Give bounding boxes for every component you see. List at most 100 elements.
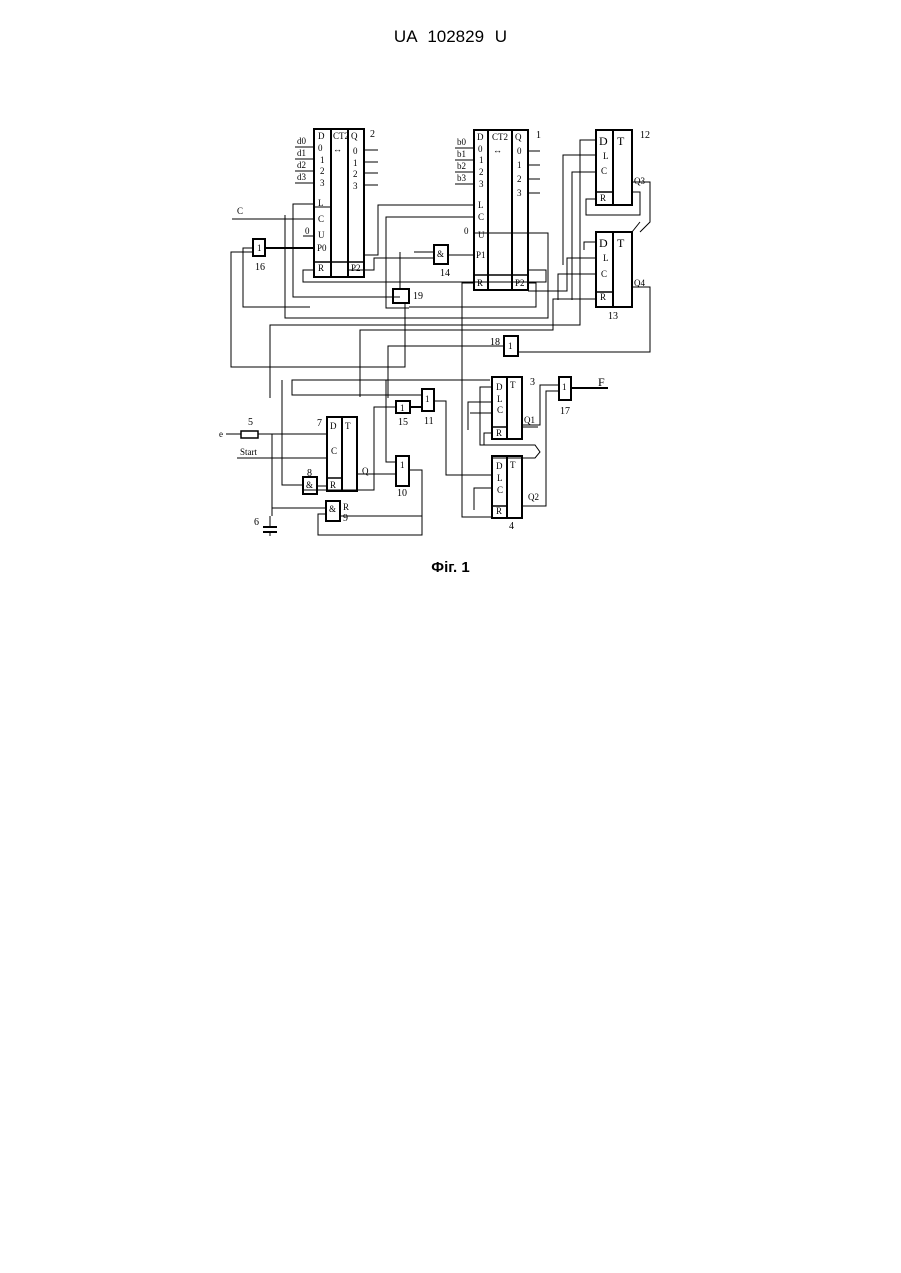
svg-text:12: 12: [640, 130, 650, 141]
svg-text:d2: d2: [297, 160, 306, 170]
svg-text:F: F: [598, 375, 605, 389]
svg-text:CT2: CT2: [492, 132, 508, 142]
svg-text:e: e: [219, 429, 223, 439]
svg-text:13: 13: [608, 311, 618, 322]
svg-text:C: C: [318, 214, 324, 224]
svg-text:3: 3: [517, 188, 522, 198]
svg-text:R: R: [496, 428, 502, 438]
svg-text:T: T: [617, 134, 625, 148]
svg-text:C: C: [478, 212, 484, 222]
svg-text:1: 1: [353, 158, 358, 168]
svg-text:1: 1: [562, 382, 567, 392]
svg-text:R: R: [318, 263, 324, 273]
svg-text:L: L: [478, 200, 484, 210]
svg-text:P1: P1: [476, 250, 486, 260]
svg-text:16: 16: [255, 262, 265, 273]
svg-text:6: 6: [254, 517, 259, 528]
svg-text:1: 1: [257, 243, 262, 253]
svg-text:C: C: [601, 166, 607, 176]
svg-text:3: 3: [530, 377, 535, 388]
svg-text:11: 11: [424, 416, 434, 427]
svg-text:L: L: [603, 151, 609, 161]
capacitor-6: [263, 516, 277, 536]
svg-text:d3: d3: [297, 172, 307, 182]
svg-text:0: 0: [353, 146, 358, 156]
svg-text:P0: P0: [317, 243, 327, 253]
svg-text:4: 4: [509, 521, 514, 532]
svg-text:L: L: [603, 253, 609, 263]
svg-text:P2: P2: [515, 278, 525, 288]
svg-text:Q: Q: [515, 132, 522, 142]
svg-text:R: R: [600, 292, 606, 302]
svg-text:P2: P2: [351, 263, 361, 273]
svg-text:D: D: [599, 236, 608, 250]
svg-text:1: 1: [400, 460, 405, 470]
svg-text:C: C: [237, 206, 243, 216]
svg-text:7: 7: [317, 418, 322, 429]
svg-text:d0: d0: [297, 136, 307, 146]
svg-text:C: C: [497, 485, 503, 495]
svg-text:&: &: [437, 249, 444, 259]
svg-text:3: 3: [353, 181, 358, 191]
svg-text:b0: b0: [457, 137, 467, 147]
svg-text:18: 18: [490, 337, 500, 348]
svg-text:L: L: [497, 473, 503, 483]
svg-text:17: 17: [560, 406, 570, 417]
svg-text:D: D: [599, 134, 608, 148]
svg-text:b2: b2: [457, 161, 466, 171]
svg-text:2: 2: [353, 169, 358, 179]
svg-text:Q: Q: [362, 466, 369, 476]
svg-text:R: R: [600, 193, 606, 203]
svg-text:2: 2: [370, 129, 375, 140]
svg-text:5: 5: [248, 417, 253, 428]
svg-text:1: 1: [400, 403, 405, 413]
svg-text:C: C: [601, 269, 607, 279]
svg-text:0: 0: [517, 146, 522, 156]
svg-text:14: 14: [440, 268, 450, 279]
svg-text:R: R: [477, 278, 483, 288]
gate-19: [393, 289, 409, 303]
svg-text:10: 10: [397, 488, 407, 499]
svg-text:2: 2: [517, 174, 522, 184]
svg-text:Q3: Q3: [634, 176, 645, 186]
svg-text:T: T: [510, 460, 516, 470]
counter-2-d-label: D: [318, 131, 325, 141]
svg-text:Q4: Q4: [634, 278, 645, 288]
figure-caption: Фіг. 1: [0, 559, 901, 576]
svg-text:Start: Start: [240, 447, 257, 457]
svg-text:b3: b3: [457, 173, 467, 183]
svg-text:0: 0: [464, 226, 469, 236]
svg-text:1: 1: [425, 394, 430, 404]
svg-text:b1: b1: [457, 149, 466, 159]
svg-text:1: 1: [517, 160, 522, 170]
svg-text:d1: d1: [297, 148, 306, 158]
svg-text:1: 1: [536, 130, 541, 141]
counter-2-q-label: Q: [351, 131, 358, 141]
svg-text:&: &: [329, 504, 336, 514]
svg-text:L: L: [497, 394, 503, 404]
svg-text:U: U: [478, 230, 485, 240]
svg-text:D: D: [496, 461, 503, 471]
resistor-5: [241, 431, 258, 438]
svg-text:↔: ↔: [493, 145, 502, 155]
svg-text:U: U: [318, 230, 325, 240]
svg-text:2: 2: [479, 167, 484, 177]
svg-text:D: D: [496, 382, 503, 392]
svg-text:1: 1: [479, 155, 484, 165]
svg-text:T: T: [510, 380, 516, 390]
counter-2-type: CT2: [333, 131, 349, 141]
svg-text:&: &: [306, 480, 313, 490]
svg-text:19: 19: [413, 291, 423, 302]
svg-text:3: 3: [320, 178, 325, 188]
svg-text:R: R: [343, 502, 349, 512]
svg-text:D: D: [477, 132, 484, 142]
svg-text:2: 2: [320, 166, 325, 176]
svg-text:1: 1: [320, 155, 325, 165]
svg-text:0: 0: [305, 226, 310, 236]
svg-text:R: R: [496, 506, 502, 516]
svg-text:L: L: [318, 198, 324, 208]
svg-text:8: 8: [307, 468, 312, 479]
svg-text:0: 0: [318, 143, 323, 153]
svg-text:1: 1: [508, 341, 513, 351]
svg-text:0: 0: [478, 144, 483, 154]
